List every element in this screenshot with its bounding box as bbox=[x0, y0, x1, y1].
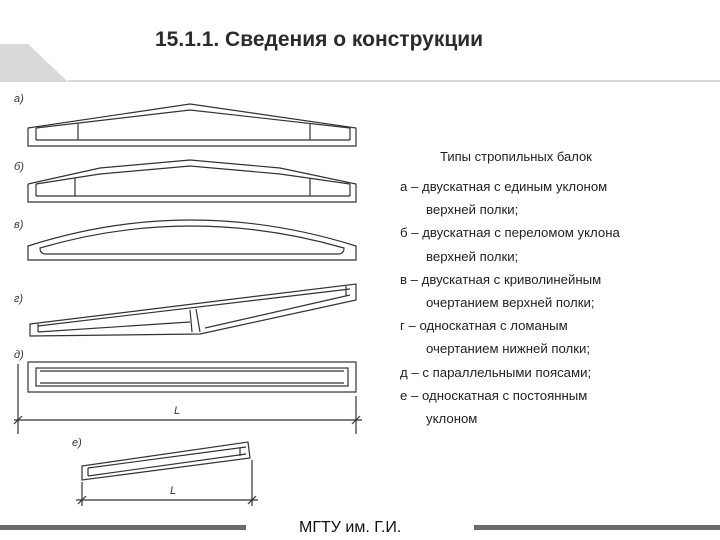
beam-f bbox=[81, 441, 251, 481]
legend-item-f: е – односкатная с постоянным bbox=[400, 387, 588, 403]
slide-title: 15.1.1. Сведения о конструкции bbox=[155, 28, 484, 51]
legend-item-f-cont: уклоном bbox=[426, 411, 478, 427]
span-dimension bbox=[13, 364, 362, 434]
label-a: а) bbox=[14, 93, 24, 105]
legend-item-c-cont: очертанием верхней полки; bbox=[426, 295, 595, 311]
beam-e bbox=[27, 361, 357, 393]
label-e: д) bbox=[14, 349, 24, 361]
header-band bbox=[0, 44, 720, 82]
footer-text: МГТУ им. Г.И. bbox=[299, 519, 402, 536]
beam-b bbox=[27, 159, 357, 203]
legend-item-b: б – двускатная с переломом уклона bbox=[400, 225, 620, 241]
label-f: е) bbox=[72, 437, 82, 449]
legend-item-c: в – двускатная с криволинейным bbox=[400, 271, 602, 287]
beam-types-drawing: а) б) в) г) д) bbox=[13, 93, 362, 506]
span-label-small: L bbox=[170, 485, 176, 497]
footer-bar-right bbox=[474, 525, 720, 530]
legend-item-a-cont: верхней полки; bbox=[426, 202, 519, 218]
legend-item-d: г – односкатная с ломаным bbox=[400, 318, 568, 334]
beam-d bbox=[29, 283, 357, 337]
beam-a bbox=[27, 103, 357, 147]
span-dimension-small bbox=[76, 460, 258, 506]
footer-bar-left bbox=[0, 525, 246, 530]
legend-item-d-cont: очертанием нижней полки; bbox=[426, 341, 591, 357]
legend-caption: Типы стропильных балок bbox=[440, 149, 592, 164]
legend-item-a: а – двускатная с единым уклоном bbox=[400, 179, 608, 194]
legend-item-b-cont: верхней полки; bbox=[426, 248, 519, 264]
beam-c bbox=[27, 219, 357, 261]
legend-item-e: д – с параллельными поясами; bbox=[400, 364, 592, 380]
label-c: в) bbox=[14, 219, 24, 231]
span-label: L bbox=[174, 405, 180, 417]
label-d: г) bbox=[14, 293, 23, 305]
label-b: б) bbox=[14, 161, 24, 173]
legend-list: а – двускатная с единым уклоном верхней … bbox=[400, 175, 715, 430]
